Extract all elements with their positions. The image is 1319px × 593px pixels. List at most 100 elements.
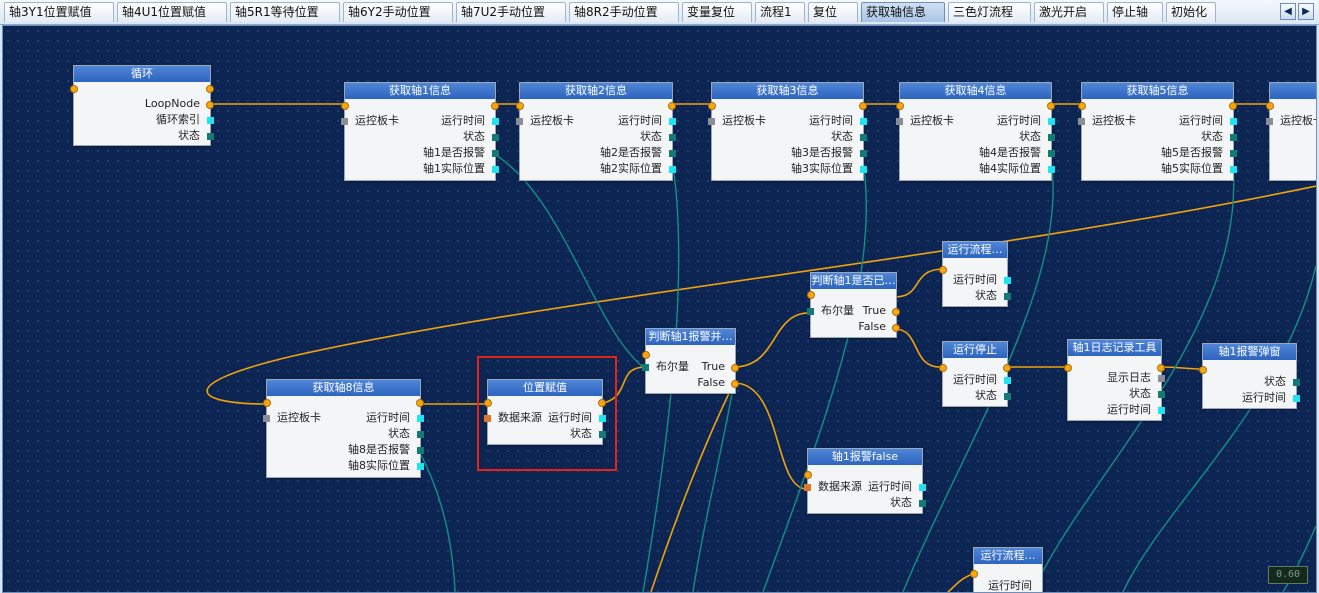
tab-axis4-u1[interactable]: 轴4U1位置赋值 [117, 2, 227, 22]
runtime-port[interactable] [1004, 377, 1011, 384]
status-port[interactable] [417, 431, 424, 438]
tab-axis3-y1[interactable]: 轴3Y1位置赋值 [4, 2, 114, 22]
position-port[interactable] [860, 166, 867, 173]
bool-in-port[interactable] [807, 308, 814, 315]
exec-out-port[interactable] [1003, 364, 1011, 372]
tab-var-reset[interactable]: 变量复位 [682, 2, 752, 22]
status-port[interactable] [1004, 393, 1011, 400]
status-port[interactable] [1158, 391, 1165, 398]
true-out-port[interactable] [892, 308, 900, 316]
tab-axis6-y2[interactable]: 轴6Y2手动位置 [343, 2, 453, 22]
tab-reset[interactable]: 复位 [808, 2, 858, 22]
position-port[interactable] [1230, 166, 1237, 173]
node-get-axis2[interactable]: 获取轴2信息 运控板卡 运行时间 状态 轴2是否报警 轴2实际位置 [516, 82, 676, 181]
node-get-axis4[interactable]: 获取轴4信息 运控板卡 运行时间 状态 轴4是否报警 轴4实际位置 [896, 82, 1055, 181]
exec-out-port[interactable] [1157, 364, 1165, 372]
status-port[interactable] [1048, 134, 1055, 141]
false-out-port[interactable] [731, 380, 739, 388]
tab-axis7-u2[interactable]: 轴7U2手动位置 [456, 2, 566, 22]
tab-init[interactable]: 初始化 [1166, 2, 1216, 22]
alarm-port[interactable] [417, 447, 424, 454]
alarm-port[interactable] [1048, 150, 1055, 157]
exec-in-port[interactable] [804, 471, 812, 479]
exec-out-port[interactable] [668, 102, 676, 110]
show-log-port[interactable] [1158, 375, 1165, 382]
exec-in-port[interactable] [1078, 102, 1086, 110]
status-port[interactable] [599, 431, 606, 438]
card-in-port[interactable] [896, 118, 903, 125]
position-port[interactable] [669, 166, 676, 173]
exec-out-port[interactable] [1229, 102, 1237, 110]
exec-in-port[interactable] [516, 102, 524, 110]
tab-axis5-r1[interactable]: 轴5R1等待位置 [230, 2, 340, 22]
exec-in-port[interactable] [642, 351, 650, 359]
status-port[interactable] [1293, 379, 1300, 386]
runtime-port[interactable] [669, 118, 676, 125]
node-judge-axis1-alarm[interactable]: 判断轴1报警并… 布尔量 True False [642, 328, 739, 394]
tab-get-axis-info[interactable]: 获取轴信息 [861, 2, 945, 22]
node-get-axis1[interactable]: 获取轴1信息 运控板卡 运行时间 状态 轴1是否报警 轴1实际位置 [341, 82, 499, 181]
tab-laser-on[interactable]: 激光开启 [1034, 2, 1104, 22]
exec-in-port[interactable] [1064, 364, 1072, 372]
exec-in-port[interactable] [970, 570, 978, 578]
tab-scroll-right-icon[interactable]: ▶ [1298, 3, 1314, 20]
runtime-port[interactable] [599, 415, 606, 422]
flow-canvas[interactable]: 循环 LoopNode 循环索引 状态 获取轴1信息 运控板卡 运行时间 状态 … [2, 25, 1317, 593]
node-run-stop[interactable]: 运行停止 运行时间 状态 [939, 341, 1011, 407]
runtime-port[interactable] [1048, 118, 1055, 125]
position-port[interactable] [417, 463, 424, 470]
card-in-port[interactable] [708, 118, 715, 125]
tab-axis8-r2[interactable]: 轴8R2手动位置 [569, 2, 679, 22]
bool-in-port[interactable] [642, 364, 649, 371]
card-in-port[interactable] [1266, 118, 1273, 125]
exec-in-port[interactable] [896, 102, 904, 110]
tab-tricolor-light[interactable]: 三色灯流程 [948, 2, 1031, 22]
card-in-port[interactable] [1078, 118, 1085, 125]
status-port[interactable] [860, 134, 867, 141]
alarm-port[interactable] [492, 150, 499, 157]
card-in-port[interactable] [341, 118, 348, 125]
status-port[interactable] [1230, 134, 1237, 141]
node-loop[interactable]: 循环 LoopNode 循环索引 状态 [70, 65, 214, 146]
exec-in-port[interactable] [939, 364, 947, 372]
exec-out-port[interactable] [416, 399, 424, 407]
runtime-port[interactable] [1293, 395, 1300, 402]
exec-out-port[interactable] [491, 102, 499, 110]
exec-in-port[interactable] [708, 102, 716, 110]
tab-flow1[interactable]: 流程1 [755, 2, 805, 22]
exec-in-port[interactable] [70, 85, 78, 93]
alarm-port[interactable] [669, 150, 676, 157]
tab-scroll-left-icon[interactable]: ◀ [1280, 3, 1296, 20]
status-port[interactable] [492, 134, 499, 141]
source-in-port[interactable] [804, 484, 811, 491]
status-port[interactable] [207, 133, 214, 140]
exec-out-port[interactable] [1047, 102, 1055, 110]
node-run-flow[interactable]: 运行流程… 运行时间 状态 [939, 241, 1011, 307]
tab-stop-axis[interactable]: 停止轴 [1107, 2, 1163, 22]
position-port[interactable] [1048, 166, 1055, 173]
node-get-axis6[interactable]: 运控板卡 [1266, 82, 1316, 181]
node-judge-axis1-done[interactable]: 判断轴1是否已… 布尔量 True False [807, 272, 900, 338]
exec-in-port[interactable] [1266, 102, 1274, 110]
exec-in-port[interactable] [939, 266, 947, 274]
node-axis1-alarm-false[interactable]: 轴1报警false 数据来源 运行时间 状态 [804, 448, 926, 514]
card-in-port[interactable] [263, 415, 270, 422]
runtime-port[interactable] [492, 118, 499, 125]
node-run-flow-2[interactable]: 运行流程… 运行时间 [970, 547, 1043, 592]
runtime-port[interactable] [1230, 118, 1237, 125]
exec-in-port[interactable] [341, 102, 349, 110]
runtime-port[interactable] [417, 415, 424, 422]
status-port[interactable] [919, 500, 926, 507]
exec-in-port[interactable] [1199, 366, 1207, 374]
index-port[interactable] [207, 117, 214, 124]
source-in-port[interactable] [484, 415, 491, 422]
node-get-axis5[interactable]: 获取轴5信息 运控板卡 运行时间 状态 轴5是否报警 轴5实际位置 [1078, 82, 1237, 181]
exec-out-port[interactable] [206, 85, 214, 93]
alarm-port[interactable] [1230, 150, 1237, 157]
runtime-port[interactable] [919, 484, 926, 491]
runtime-port[interactable] [1158, 407, 1165, 414]
exec-out-port[interactable] [859, 102, 867, 110]
runtime-port[interactable] [860, 118, 867, 125]
exec-in-port[interactable] [484, 399, 492, 407]
loopnode-port[interactable] [206, 101, 214, 109]
